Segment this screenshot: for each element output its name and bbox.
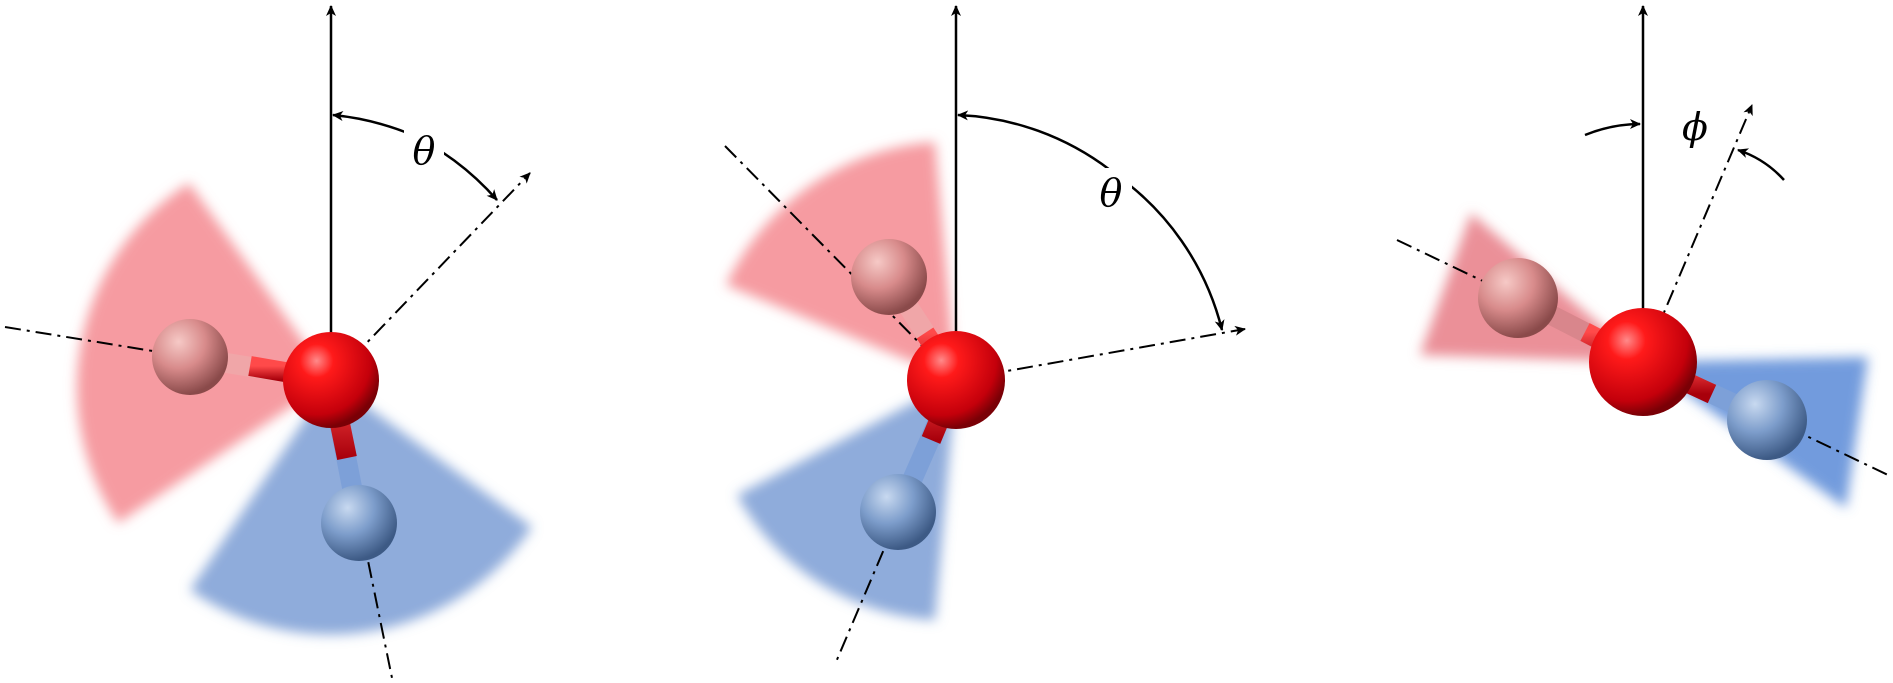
panel-3: ϕ xyxy=(1396,5,1889,508)
theta-label: θ xyxy=(1100,171,1123,215)
hydrogen-atom-blue xyxy=(321,485,397,561)
panel-1: θ xyxy=(4,5,532,679)
phi-angle-arrow-right xyxy=(1737,148,1785,181)
hydrogen-atom-blue xyxy=(1727,380,1807,460)
phi-angle-arrow-left xyxy=(1584,119,1641,137)
oxygen-atom xyxy=(1589,308,1697,416)
hydrogen-bond-axis xyxy=(330,379,393,679)
phi-label: ϕ xyxy=(1682,105,1708,149)
theta-angle-arc xyxy=(957,110,1111,171)
hydrogen-atom-pink xyxy=(851,239,927,315)
oxygen-atom xyxy=(907,331,1005,429)
theta-angle-arc-start xyxy=(332,110,406,134)
hydrogen-atom-blue xyxy=(860,474,936,550)
theta-label: θ xyxy=(413,129,436,173)
pink-orientation-sector xyxy=(726,142,956,380)
molecular-plane-axis xyxy=(724,145,957,381)
hydrogen-atom-pink xyxy=(1478,258,1558,338)
hydrogen-bond-axis xyxy=(835,379,957,663)
panel-2: θ xyxy=(724,5,1246,663)
dipole-axis xyxy=(330,172,531,381)
blue-orientation-sector xyxy=(737,380,956,620)
dipole-axis xyxy=(955,325,1246,381)
oxygen-atom xyxy=(283,332,379,428)
hydrogen-atom-pink xyxy=(152,319,228,395)
